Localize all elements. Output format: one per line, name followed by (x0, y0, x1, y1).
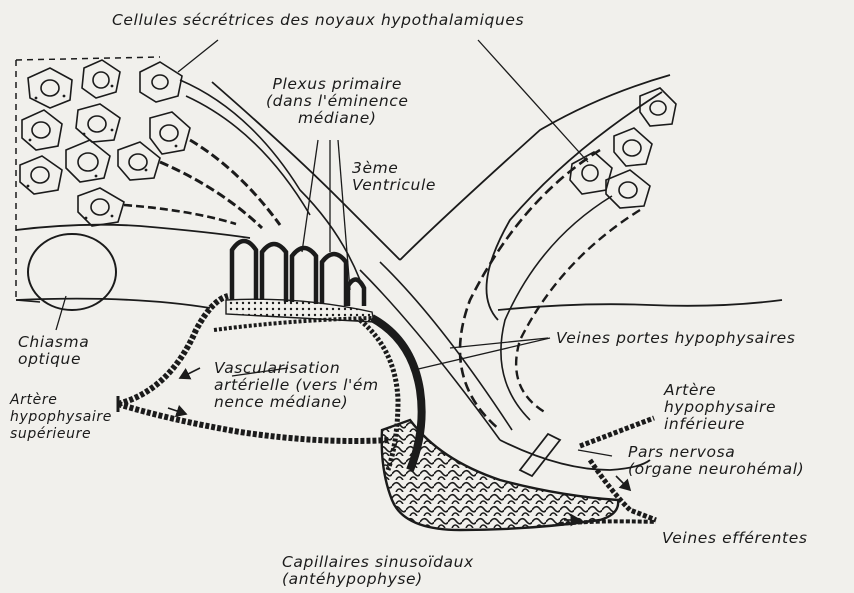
primary-plexus-network (226, 299, 374, 322)
label-portal-veins: Veines portes hypophysaires (556, 330, 795, 347)
label-primary-plexus: Plexus primaire (dans l'éminence médiane… (266, 76, 409, 127)
primary-plexus-loops (232, 241, 364, 306)
sinusoidal-capillary-bed (382, 420, 618, 530)
label-third-ventricle: 3ème Ventricule (352, 160, 436, 194)
label-arterial-vascularization: Vascularisation artérielle (vers l'ém ne… (214, 360, 379, 411)
artery-flow-arrow (168, 408, 186, 414)
label-superior-artery: Artère hypophysaire supérieure (10, 392, 112, 443)
efferent-flow-arrow (616, 476, 630, 490)
secretory-cell-cluster-left (20, 60, 190, 226)
label-secretory-cells: Cellules sécrétrices des noyaux hypothal… (112, 12, 524, 29)
label-optic-chiasm: Chiasma optique (18, 334, 89, 368)
label-sinusoidal-capillaries: Capillaires sinusoïdaux (antéhypophyse) (282, 554, 474, 588)
label-pars-nervosa: Pars nervosa (organe neurohémal) (628, 444, 804, 478)
label-efferent-veins: Veines efférentes (662, 530, 808, 547)
inferior-hypophyseal-artery (580, 418, 654, 446)
arterial-flow-arrow (180, 368, 200, 378)
label-inferior-artery: Artère hypophysaire inférieure (664, 382, 776, 433)
